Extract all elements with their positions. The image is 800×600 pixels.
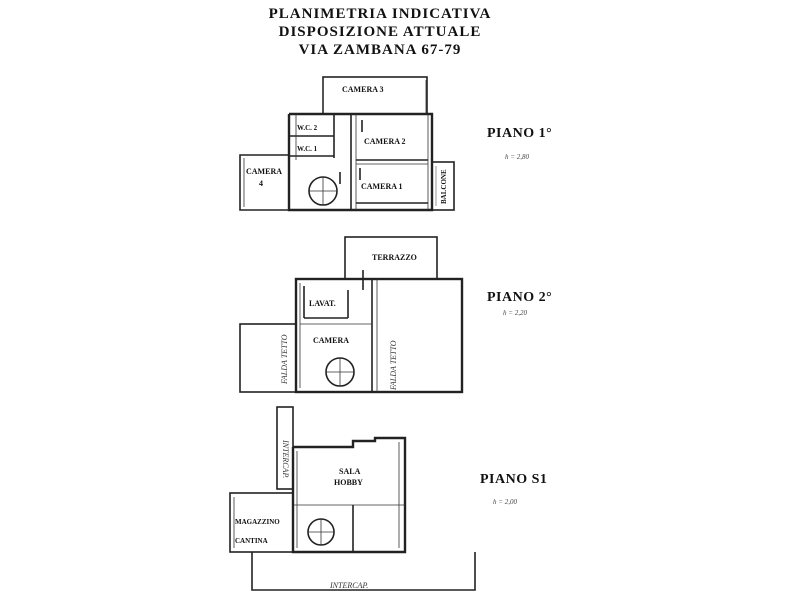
wall-camera-4 (239, 154, 289, 211)
room-label-camera-1: CAMERA 1 (361, 182, 403, 191)
wall-outline-sala-hobby (291, 436, 407, 554)
room-label-camera-piano-2: CAMERA (313, 336, 349, 345)
room-label-camera-4-line2: 4 (259, 179, 263, 188)
plan-subtitle: DISPOSIZIONE ATTUALE (278, 24, 482, 40)
room-label-hobby: HOBBY (334, 478, 363, 487)
room-label-cantina: CANTINA (235, 537, 268, 545)
room-label-sala: SALA (339, 467, 361, 476)
room-label-falda-tetto-left: FALDA TETTO (280, 334, 289, 385)
room-label-intercap-side: INTERCAP. (281, 439, 290, 478)
room-label-camera-2: CAMERA 2 (364, 137, 406, 146)
room-label-wc-2: W.C. 2 (297, 124, 318, 132)
floor-plan-piano-2: TERRAZZO LAVAT. CAMERA FALDA TETTO FALDA… (239, 236, 464, 394)
floor-height-note-piano-s1: h = 2,00 (493, 498, 517, 506)
floor-label-piano-s1: PIANO S1 (480, 472, 548, 487)
plan-title: PLANIMETRIA INDICATIVA (268, 6, 492, 22)
room-label-intercap-bottom: INTERCAP. (329, 581, 368, 590)
room-label-lavat: LAVAT. (309, 299, 336, 308)
room-label-balcone: BALCONE (440, 169, 448, 204)
room-label-terrazzo: TERRAZZO (372, 253, 417, 262)
floor-height-note-piano-1: h = 2,80 (505, 153, 529, 161)
room-label-magazzino: MAGAZZINO (235, 518, 280, 526)
floor-label-piano-2: PIANO 2° (487, 290, 553, 305)
wall-camera-3 (322, 76, 428, 115)
wall-magazzino-cantina (229, 492, 294, 553)
wall-falda-tetto-left (239, 323, 297, 393)
plan-address: VIA ZAMBANA 67-79 (298, 42, 462, 58)
floor-plan-piano-1: CAMERA 3 W.C. 2 W.C. 1 CAMERA 2 CAMERA 4… (239, 76, 455, 212)
wall-intercap-bottom (251, 552, 476, 591)
room-label-wc-1: W.C. 1 (297, 145, 318, 153)
room-label-camera-4-line1: CAMERA (246, 167, 282, 176)
floor-label-piano-1: PIANO 1° (487, 126, 553, 141)
floor-plan-piano-s1: SALA HOBBY MAGAZZINO CANTINA INTERCAP. I… (229, 406, 476, 591)
floor-height-note-piano-2: h = 2,20 (503, 309, 527, 317)
room-label-camera-3: CAMERA 3 (342, 85, 384, 94)
wall-balcone (431, 161, 455, 211)
room-label-falda-tetto-right: FALDA TETTO (389, 340, 398, 391)
